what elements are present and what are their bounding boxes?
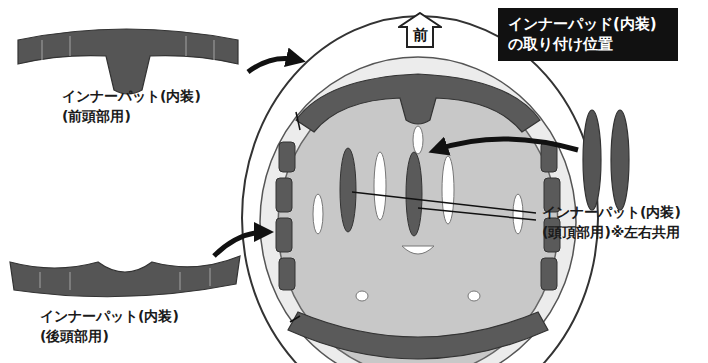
part-label: (頭頂部用)※左右共用 — [542, 224, 680, 241]
part-label: (後頭部用) — [40, 328, 109, 345]
part-label: インナーパット(内装) — [542, 204, 681, 221]
side-pads — [276, 142, 560, 290]
placement-arrow — [214, 59, 578, 257]
crown-pad-mounted — [340, 148, 356, 232]
title-box: インナーパッド(内装)の取り付け位置 — [498, 8, 678, 61]
leader-line — [290, 112, 536, 322]
crown-pad — [611, 110, 629, 210]
helmet-rim — [260, 57, 576, 363]
part-label: (前頭部用) — [62, 108, 131, 125]
part-label: インナーパット(内装) — [62, 88, 201, 105]
crown-pad-mounted — [406, 152, 422, 236]
rear-pad-mounted — [288, 312, 548, 359]
arrow-shape — [399, 13, 441, 47]
pad-segments — [42, 36, 214, 60]
rear-pad — [10, 256, 240, 297]
part-label: インナーパット(内装) — [40, 308, 179, 325]
helmet-shell — [242, 16, 598, 363]
vents — [313, 126, 523, 301]
front-pad-mounted — [296, 74, 540, 132]
title: インナーパッド(内装)の取り付け位置 — [508, 14, 668, 55]
crown-pad — [583, 110, 601, 210]
direction-label: 前 — [398, 12, 442, 43]
front-pad — [18, 29, 238, 94]
pad-segments — [40, 268, 210, 290]
direction-arrow: 前 — [398, 12, 442, 48]
